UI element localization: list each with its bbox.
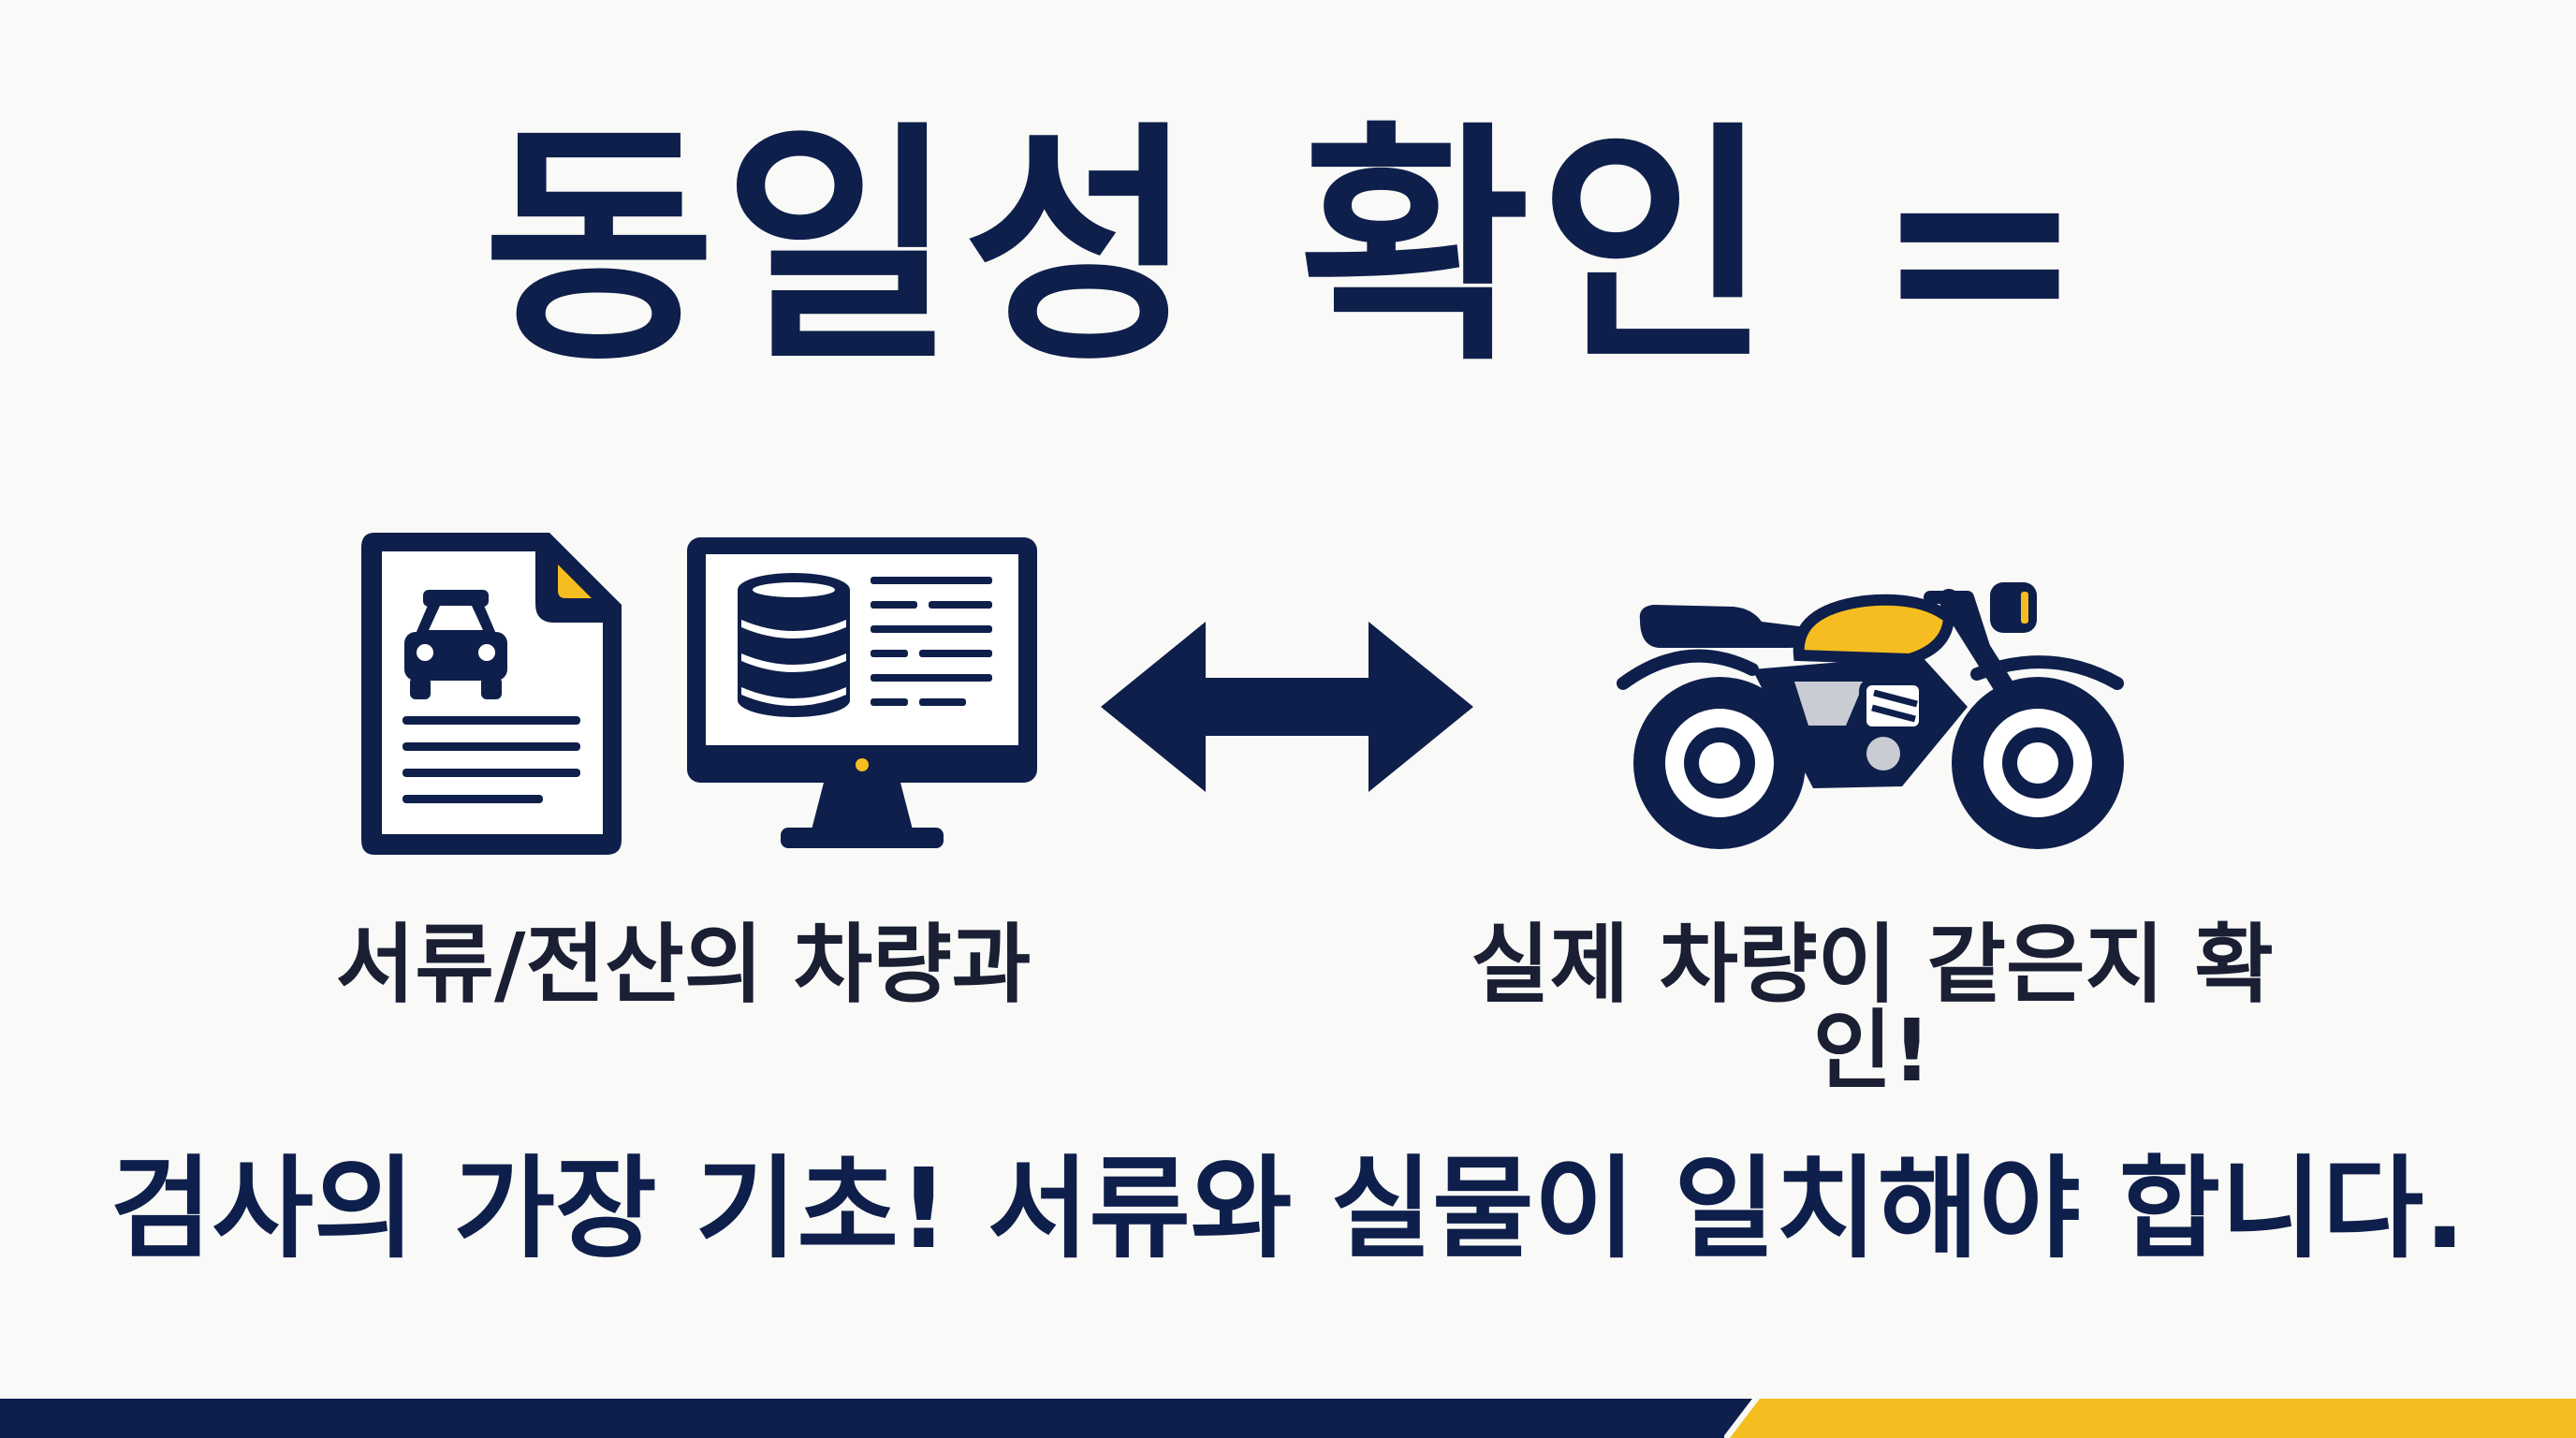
title: 동일성 확인 = bbox=[482, 100, 2094, 395]
motorcycle-icon bbox=[1617, 582, 2124, 849]
document-car-icon bbox=[361, 533, 622, 855]
caption-right: 실제 차량이 같은지 확인! bbox=[1471, 915, 2274, 1101]
computer-database-icon bbox=[687, 537, 1037, 848]
double-arrow-icon bbox=[1101, 622, 1473, 792]
caption-left: 서류/전산의 차량과 bbox=[335, 915, 1032, 1015]
bottom-message: 검사의 가장 기초! 서류와 실물이 일치해야 합니다. bbox=[110, 1144, 2466, 1273]
footer-stripe bbox=[0, 1399, 2576, 1438]
